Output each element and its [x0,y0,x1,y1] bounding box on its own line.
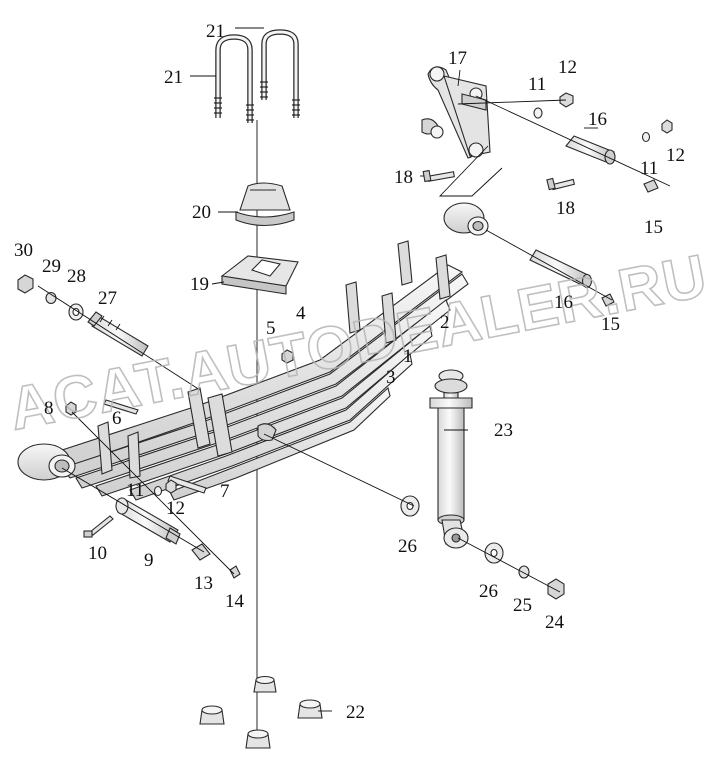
callout-26-upper: 26 [398,536,417,557]
u-bolt-threads [214,81,300,121]
callout-9: 9 [144,550,154,571]
callout-12-right: 12 [666,145,685,166]
bolt-18-lower [546,177,576,191]
callout-11-front: 11 [126,480,144,501]
grease-fitting-15-lower [601,293,615,307]
callout-1: 1 [403,346,413,367]
callout-4: 4 [296,303,306,324]
callout-26-lower: 26 [479,581,498,602]
nut-24 [547,578,565,600]
callout-30: 30 [14,240,33,261]
callout-15-lower: 15 [601,314,620,335]
shackle-pin-upper [565,135,616,165]
callout-18-upper: 18 [394,167,413,188]
callout-22: 22 [346,702,365,723]
nut-12-front [165,479,177,494]
callout-12-upper: 12 [558,57,577,78]
callout-12-front: 12 [166,498,185,519]
callout-3: 3 [386,367,396,388]
washer-25 [518,565,530,579]
leaf-spring-pack [55,240,469,501]
spring-pad [220,255,299,295]
callout-2: 2 [440,312,450,333]
callout-11-right: 11 [640,158,658,179]
leader-lines [190,27,598,712]
bolt-10 [83,515,114,538]
callout-13: 13 [194,573,213,594]
front-spring-pin-27 [87,311,149,357]
callout-16-lower: 16 [554,292,573,313]
callout-16-upper: 16 [588,109,607,130]
callout-10: 10 [88,543,107,564]
washer-28 [68,303,84,321]
u-bolt-front-inner [216,35,252,123]
bump-stop [235,182,295,227]
nut-8 [65,401,77,416]
center-bolt-7 [167,475,207,494]
shackle-pin-lower [529,249,593,289]
callout-25: 25 [513,595,532,616]
bolt-18-upper [422,169,455,183]
assembly-guide-lines [37,95,671,593]
u-bolt-rear-inner [262,30,298,118]
shock-absorber [429,369,473,549]
nut-12-right [661,119,673,134]
nut-30 [17,274,34,294]
washer-26-upper [400,495,420,517]
nipple-14 [229,565,241,579]
callout-7: 7 [220,481,230,502]
callout-17: 17 [448,48,467,69]
callout-8: 8 [44,398,54,419]
callout-23: 23 [494,420,513,441]
callout-28: 28 [67,266,86,287]
callout-15-upper: 15 [644,217,663,238]
washer-11-front [153,485,163,497]
nut-12-upper [559,92,574,108]
spring-rear-eye [443,202,489,236]
callout-14: 14 [225,591,245,612]
u-bolt-nut-4 [245,729,271,749]
grease-fitting-15-upper [643,179,659,193]
callout-11-upper: 11 [528,74,546,95]
u-bolt-front [215,34,253,123]
callout-21-top: 21 [206,21,225,42]
callout-24: 24 [545,612,565,633]
callout-6: 6 [112,408,122,429]
spring-shackle [421,66,491,159]
u-bolt-nut-2 [199,705,225,725]
bolt-6 [103,399,139,415]
washer-11-upper [533,107,543,119]
callout-21-left: 21 [164,67,183,88]
nut-4 [281,349,294,364]
washer-11-right [641,131,651,143]
u-bolt-nut-1 [253,675,277,693]
callout-18-lower: 18 [556,198,575,219]
callout-5: 5 [266,318,276,339]
washer-26-lower [484,542,504,564]
callout-20: 20 [192,202,211,223]
callout-19: 19 [190,274,209,295]
callout-27: 27 [98,288,117,309]
u-bolt-rear [261,29,299,118]
callout-labels: 1 2 3 4 5 6 7 8 9 10 11 12 13 14 11 12 1… [14,21,685,723]
u-bolt-nut-3 [297,699,323,719]
callout-29: 29 [42,256,61,277]
